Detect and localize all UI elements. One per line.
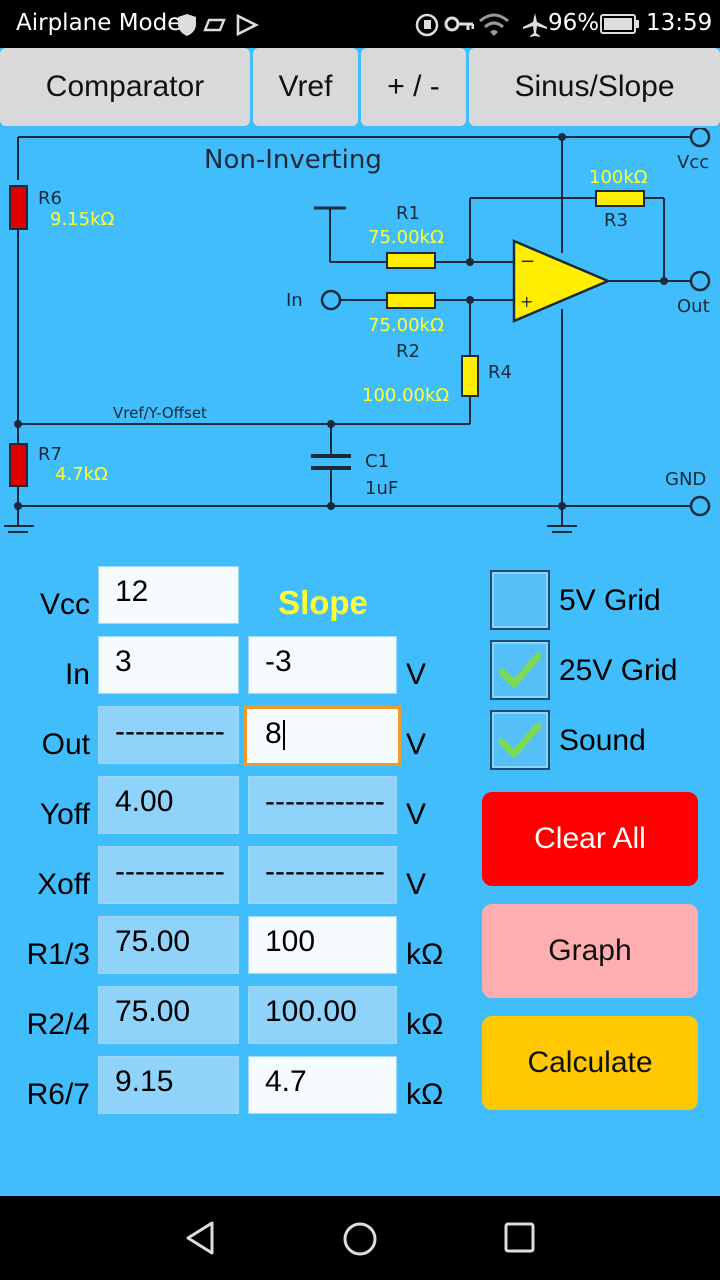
- yoff-output: 4.00: [98, 776, 239, 834]
- in-label: In: [64, 658, 90, 691]
- r1-r3-label: R1/3: [26, 938, 90, 971]
- r2-output: 75.00: [98, 986, 239, 1044]
- r2-r4-label: R2/4: [26, 1008, 90, 1041]
- tab-comparator[interactable]: Comparator: [0, 48, 250, 126]
- sound-label: Sound: [559, 724, 646, 757]
- out-unit: V: [406, 728, 427, 761]
- data-saver-icon: [415, 13, 439, 37]
- c1-name: C1: [365, 451, 389, 472]
- svg-text:−: −: [520, 251, 535, 272]
- circuit-title: Non-Inverting: [204, 145, 382, 175]
- out-terminal-label: Out: [677, 296, 710, 317]
- r3-value: 100kΩ: [589, 167, 648, 188]
- out-label: Out: [41, 728, 90, 761]
- grid-25v-label: 25V Grid: [559, 654, 678, 687]
- r4-output: 100.00: [248, 986, 397, 1044]
- in-terminal-label: In: [286, 290, 303, 311]
- vcc-terminal-label: Vcc: [677, 152, 709, 173]
- r6-r7-unit: kΩ: [406, 1078, 444, 1111]
- r6-name: R6: [38, 188, 62, 209]
- wifi-icon: [479, 13, 509, 36]
- airplane-icon: [523, 13, 547, 37]
- navigation-bar: [0, 1196, 720, 1280]
- grid-5v-label: 5V Grid: [559, 584, 661, 617]
- r2-value: 75.00kΩ: [368, 315, 444, 336]
- xoff-output-2: ------------: [248, 846, 397, 904]
- yoff-label: Yoff: [39, 798, 90, 831]
- recents-icon[interactable]: [503, 1221, 537, 1255]
- vref-label: Vref/Y-Offset: [113, 404, 207, 422]
- tab-plus-minus[interactable]: + / -: [361, 48, 466, 126]
- grid-25v-checkbox[interactable]: [490, 640, 550, 700]
- r7-name: R7: [38, 444, 62, 465]
- slope-mode-label: Slope: [278, 584, 368, 621]
- sound-checkbox[interactable]: [490, 710, 550, 770]
- notification-icons: [178, 13, 259, 37]
- tab-bar: Comparator Vref + / - Sinus/Slope: [0, 48, 720, 128]
- status-bar: Airplane Mode 96% 13:59: [0, 0, 720, 48]
- calculate-button[interactable]: Calculate: [482, 1016, 698, 1110]
- vcc-label: Vcc: [39, 588, 90, 621]
- r1-name: R1: [396, 203, 420, 224]
- yoff-output-2: ------------: [248, 776, 397, 834]
- c1-value: 1uF: [365, 478, 398, 499]
- calculator-panel: Slope Vcc 12 In 3 -3 V Out ----------- 8…: [0, 538, 720, 1196]
- r2-r4-unit: kΩ: [406, 1008, 444, 1041]
- vcc-input[interactable]: 12: [98, 566, 239, 624]
- clock: 13:59: [646, 10, 713, 36]
- in-unit: V: [406, 658, 427, 691]
- home-icon[interactable]: [341, 1220, 379, 1258]
- checkmark-icon: [498, 652, 542, 688]
- r3-input[interactable]: 100: [248, 916, 397, 974]
- key-icon: [444, 16, 474, 32]
- airplane-mode-text: Airplane Mode: [16, 10, 182, 36]
- battery-percent: 96%: [548, 10, 600, 36]
- r1-value: 75.00kΩ: [368, 227, 444, 248]
- xoff-unit: V: [406, 868, 427, 901]
- r1-output: 75.00: [98, 916, 239, 974]
- r7-input[interactable]: 4.7: [248, 1056, 397, 1114]
- circuit-diagram: − + Non-Inverting Vcc Out GND In Vref/Y-…: [0, 128, 720, 538]
- r2-name: R2: [396, 341, 420, 362]
- clear-all-button[interactable]: Clear All: [482, 792, 698, 886]
- out-start-output: -----------: [98, 706, 239, 764]
- in-start-input[interactable]: 3: [98, 636, 239, 694]
- battery-icon: [600, 14, 639, 34]
- r6-r7-label: R6/7: [26, 1078, 90, 1111]
- xoff-output: -----------: [98, 846, 239, 904]
- tab-vref[interactable]: Vref: [253, 48, 358, 126]
- yoff-unit: V: [406, 798, 427, 831]
- r6-output: 9.15: [98, 1056, 239, 1114]
- gnd-terminal-label: GND: [665, 469, 706, 490]
- xoff-label: Xoff: [37, 868, 90, 901]
- in-end-input[interactable]: -3: [248, 636, 397, 694]
- tab-sinus-slope[interactable]: Sinus/Slope: [469, 48, 720, 126]
- grid-5v-checkbox[interactable]: [490, 570, 550, 630]
- r1-r3-unit: kΩ: [406, 938, 444, 971]
- svg-text:+: +: [520, 292, 533, 311]
- r3-name: R3: [604, 210, 628, 231]
- graph-button[interactable]: Graph: [482, 904, 698, 998]
- checkmark-icon: [498, 722, 542, 758]
- r4-name: R4: [488, 362, 512, 383]
- r6-value: 9.15kΩ: [50, 209, 115, 230]
- out-end-input[interactable]: 8: [244, 706, 401, 766]
- back-icon[interactable]: [182, 1220, 218, 1256]
- r4-value: 100.00kΩ: [362, 385, 449, 406]
- r7-value: 4.7kΩ: [55, 464, 108, 485]
